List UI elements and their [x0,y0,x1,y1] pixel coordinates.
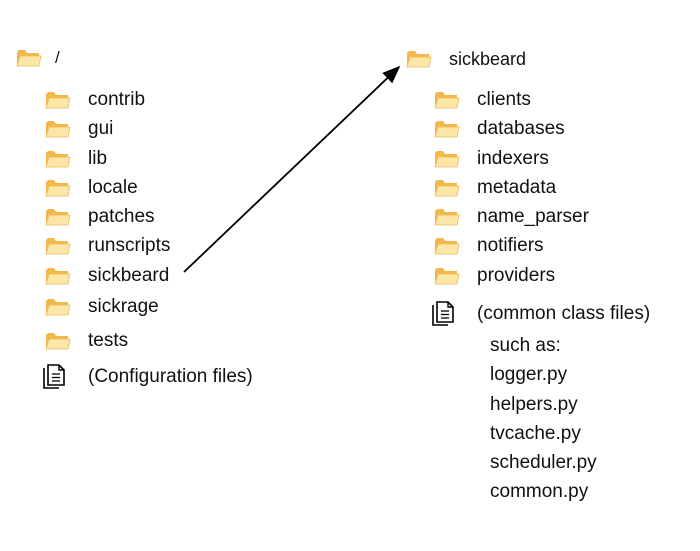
folder-label: notifiers [477,235,544,256]
folder-icon [434,121,460,138]
folder-icon [45,92,71,109]
folder-label: sickrage [88,296,159,317]
folder-icon [45,268,71,285]
folder-label: metadata [477,177,557,198]
right-folder-clients[interactable]: clients [434,89,531,111]
right-class-files[interactable]: (common class files) [431,301,650,327]
folder-icon [45,121,71,138]
right-root-label: sickbeard [449,49,527,69]
left-folder-contrib[interactable]: contrib [45,89,145,111]
folder-label: patches [88,206,155,227]
left-folder-lib[interactable]: lib [45,148,107,170]
right-folder-databases[interactable]: databases [434,118,565,140]
folder-icon [434,92,460,109]
folder-icon [45,209,71,226]
folder-icon [45,333,71,350]
folder-label: name_parser [477,206,589,227]
folder-label: sickbeard [88,265,170,286]
folder-label: indexers [477,148,549,169]
config-files-label: (Configuration files) [88,366,253,387]
folder-label: runscripts [88,235,171,256]
class-files-label: (common class files) [477,303,651,324]
right-folder-name-parser[interactable]: name_parser [434,206,589,228]
folder-label: databases [477,118,565,139]
left-folder-runscripts[interactable]: runscripts [45,235,170,257]
folder-icon [45,299,71,316]
folder-icon [45,180,71,197]
folder-icon [434,238,460,255]
left-folder-locale[interactable]: locale [45,177,138,199]
folder-label: contrib [88,89,146,110]
folder-icon [16,50,42,67]
folder-label: lib [88,148,108,169]
document-stack-icon [432,301,454,326]
folder-icon [434,180,460,197]
folder-icon [434,151,460,168]
folder-label: gui [88,118,114,139]
left-folder-sickbeard[interactable]: sickbeard [45,265,169,287]
right-root-folder[interactable]: sickbeard [406,48,526,70]
folder-label: locale [88,177,138,198]
example-file: logger.py [490,364,568,385]
left-folder-sickrage[interactable]: sickrage [45,296,159,318]
left-folder-gui[interactable]: gui [45,118,113,140]
folder-icon [434,209,460,226]
example-file: common.py [490,481,589,502]
right-folder-metadata[interactable]: metadata [434,177,556,199]
example-file: helpers.py [490,394,578,415]
example-file: tvcache.py [490,423,581,444]
left-folder-tests[interactable]: tests [45,330,128,352]
example-file: scheduler.py [490,452,597,473]
left-root-folder[interactable]: / [16,47,60,69]
folder-label: tests [88,330,129,351]
folder-icon [406,51,432,68]
folder-icon [45,238,71,255]
document-stack-icon [43,364,65,389]
right-folder-indexers[interactable]: indexers [434,148,549,170]
left-folder-patches[interactable]: patches [45,206,155,228]
folder-label: clients [477,89,531,110]
right-folder-notifiers[interactable]: notifiers [434,235,544,257]
examples-heading: such as: [490,335,561,356]
right-folder-providers[interactable]: providers [434,265,555,287]
folder-icon [434,268,460,285]
folder-icon [45,151,71,168]
left-root-label: / [55,48,60,67]
left-config-files[interactable]: (Configuration files) [42,364,253,390]
folder-label: providers [477,265,556,286]
